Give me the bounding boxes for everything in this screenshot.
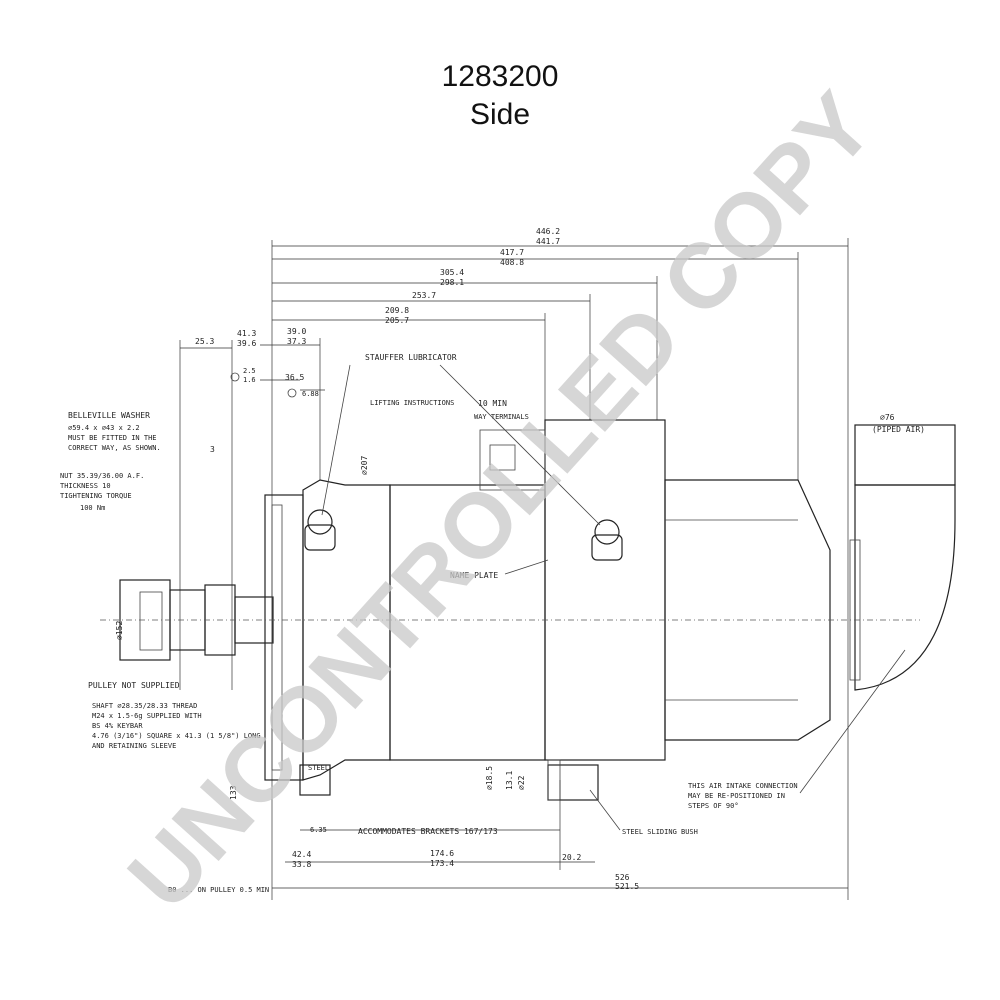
dim-41: 41.3 [237, 329, 256, 338]
dim-3: 3 [210, 445, 215, 454]
top-dimension-lines [271, 238, 849, 900]
callout-circle-b [287, 388, 297, 398]
brackets-note: ACCOMMODATES BRACKETS 167/173 [358, 827, 498, 836]
svg-text:NUT 35.39/36.00 A.F.: NUT 35.39/36.00 A.F. [60, 472, 144, 480]
dim-408: 408.8 [500, 258, 524, 267]
svg-text:THICKNESS 10: THICKNESS 10 [60, 482, 111, 490]
dim-76-note: (PIPED AIR) [872, 425, 925, 434]
pulley-note: PULLEY NOT SUPPLIED [88, 681, 180, 690]
dim-25: 25.3 [195, 337, 214, 346]
dim-173: 173.4 [430, 859, 454, 868]
nameplate-label: NAME PLATE [450, 571, 498, 580]
dim-6-35: 6.35 [310, 826, 327, 834]
svg-text:BELLEVILLE WASHER: BELLEVILLE WASHER [68, 411, 150, 420]
dim-441: 441.7 [536, 237, 560, 246]
dim-76: ⌀76 [880, 413, 895, 422]
left-top-dimension-lines [179, 338, 325, 690]
bottom-dimension-lines [272, 780, 848, 889]
dim-2: ⌀22 [517, 775, 526, 790]
dim-205: 205.7 [385, 316, 409, 325]
dim-446: 446.2 [536, 227, 560, 236]
lubricator-right [591, 519, 623, 561]
svg-text:⌀59.4 x ⌀43 x 2.2: ⌀59.4 x ⌀43 x 2.2 [68, 424, 140, 432]
dim-207: ⌀207 [360, 456, 369, 475]
svg-text:AND RETAINING SLEEVE: AND RETAINING SLEEVE [92, 742, 176, 750]
dim-1-6: 1.6 [243, 376, 256, 384]
dim-253: 253.7 [412, 291, 436, 300]
dim-174: 174.6 [430, 849, 454, 858]
bush-note: STEEL SLIDING BUSH [622, 828, 698, 836]
shaft-note: SHAFT ⌀28.35/28.33 THREAD M24 x 1.5-6g S… [92, 702, 261, 750]
svg-text:SHAFT ⌀28.35/28.33 THREAD: SHAFT ⌀28.35/28.33 THREAD [92, 702, 197, 710]
svg-text:MAY BE RE-POSITIONED IN: MAY BE RE-POSITIONED IN [688, 792, 785, 800]
svg-text:M24 x 1.5-6g SUPPLIED WITH: M24 x 1.5-6g SUPPLIED WITH [92, 712, 202, 720]
dim-2-5: 2.5 [243, 367, 256, 375]
dim-417: 417.7 [500, 248, 524, 257]
dim-6: 6.88 [302, 390, 319, 398]
dim-39b: 39.0 [287, 327, 306, 336]
nut-note: NUT 35.39/36.00 A.F. THICKNESS 10 TIGHTE… [60, 472, 144, 512]
svg-text:100 Nm: 100 Nm [80, 504, 105, 512]
dim-209: 209.8 [385, 306, 409, 315]
way-terminals: WAY TERMINALS [474, 413, 529, 421]
part-number: 1283200 [441, 60, 559, 93]
svg-text:THIS AIR INTAKE CONNECTION: THIS AIR INTAKE CONNECTION [688, 782, 798, 790]
belleville-note: BELLEVILLE WASHER ⌀59.4 x ⌀43 x 2.2 MUST… [68, 411, 161, 452]
dim-10-min: 10 MIN [478, 399, 507, 408]
dim-13: 13.1 [505, 771, 514, 790]
stauffer-label: STAUFFER LUBRICATOR [365, 353, 457, 362]
svg-text:4.76 (3/16") SQUARE x 41.3 (1: 4.76 (3/16") SQUARE x 41.3 (1 5/8") LONG [92, 732, 261, 740]
pulley-min-note: B0 ... ON PULLEY 0.5 MIN [168, 886, 269, 894]
dim-133: 133 [229, 785, 238, 800]
air-intake-note: THIS AIR INTAKE CONNECTION MAY BE RE-POS… [688, 782, 798, 810]
svg-text:BS 4% KEYBAR: BS 4% KEYBAR [92, 722, 143, 730]
uncontrolled-copy-watermark: UNCONTROLLED COPY [109, 74, 893, 928]
svg-text:MUST BE FITTED IN THE: MUST BE FITTED IN THE [68, 434, 157, 442]
dim-521: 521.5 [615, 882, 639, 891]
svg-text:STEPS OF 90°: STEPS OF 90° [688, 802, 739, 810]
dim-526: 526 [615, 873, 630, 882]
dim-36: 36.5 [285, 373, 304, 382]
drawing-header: 1283200 Side [0, 58, 1000, 134]
dim-298: 298.1 [440, 278, 464, 287]
dim-152: ⌀152 [115, 621, 124, 640]
dim-48: ⌀18.5 [485, 766, 494, 790]
dim-305: 305.4 [440, 268, 464, 277]
dim-33: 33.8 [292, 860, 311, 869]
view-title: Side [469, 98, 531, 131]
callout-circle-a [230, 372, 240, 382]
dim-39: 39.6 [237, 339, 256, 348]
dim-42: 42.4 [292, 850, 311, 859]
dim-20: 20.2 [562, 853, 581, 862]
svg-text:CORRECT WAY, AS SHOWN.: CORRECT WAY, AS SHOWN. [68, 444, 161, 452]
alternator-body [100, 419, 956, 801]
lifting-label: LIFTING INSTRUCTIONS [370, 399, 454, 407]
lubricator-left [304, 509, 336, 551]
steel-label: STEEL [308, 764, 329, 772]
dim-37: 37.3 [287, 337, 306, 346]
svg-text:TIGHTENING TORQUE: TIGHTENING TORQUE [60, 492, 132, 500]
